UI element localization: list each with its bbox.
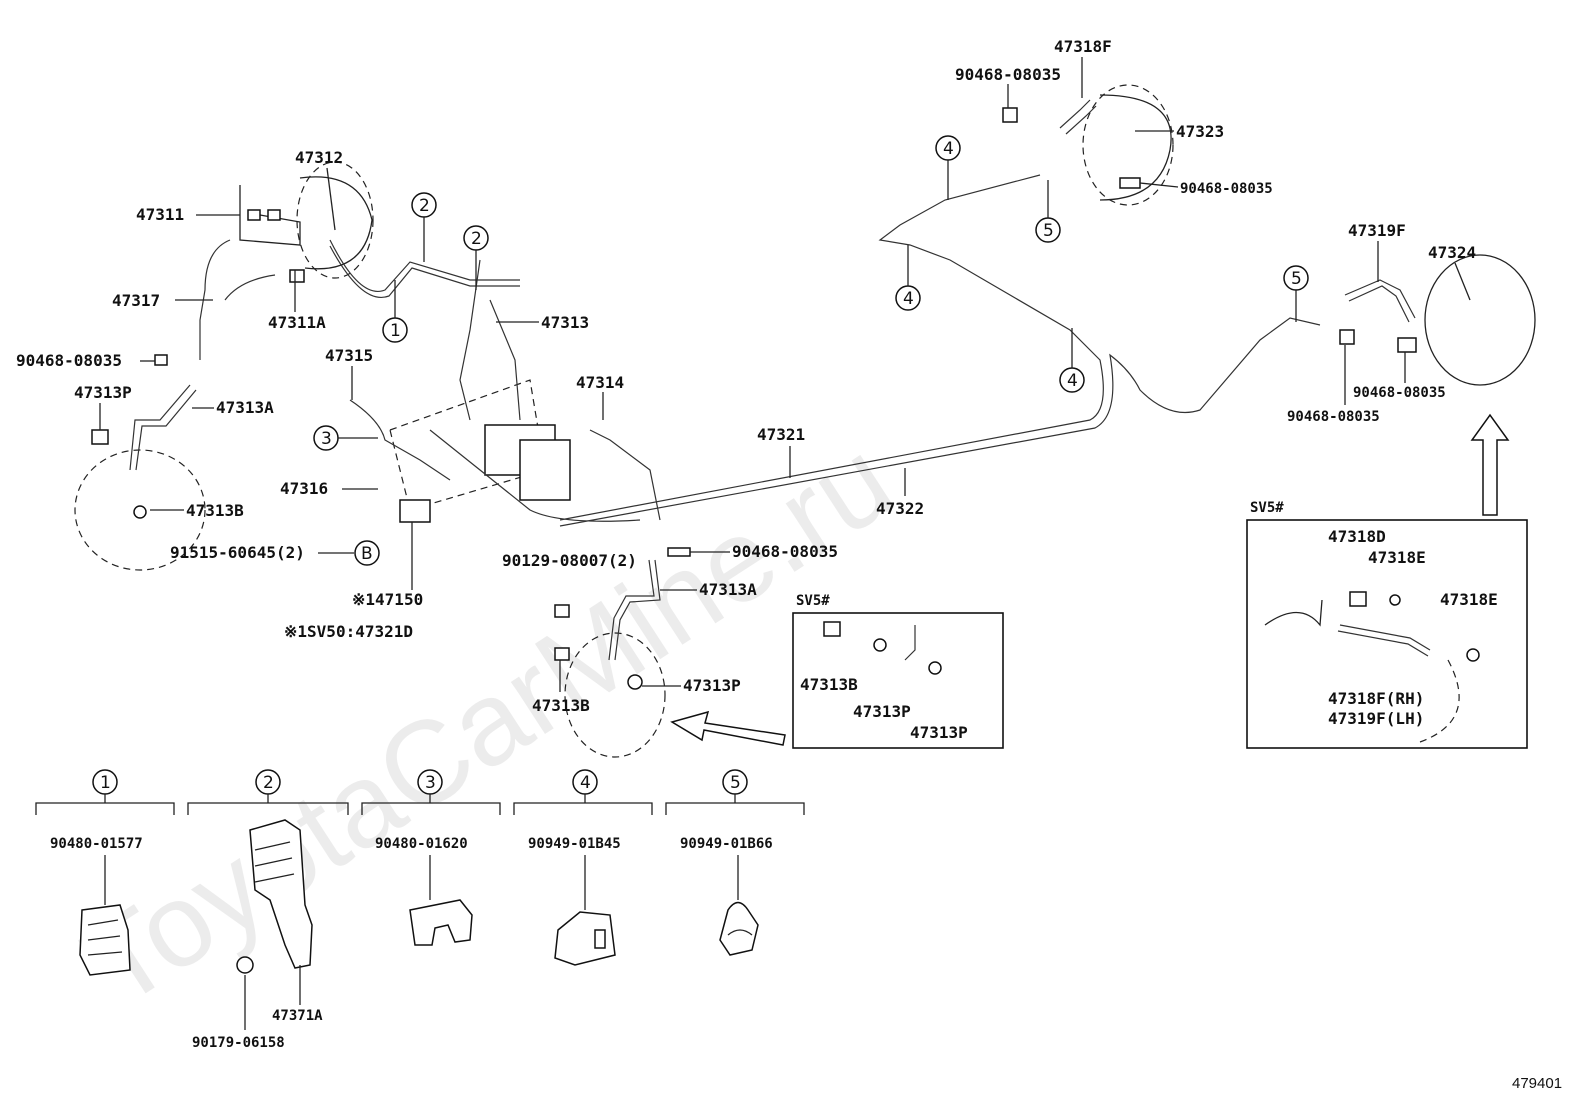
label-47313B-mid: 47313B xyxy=(532,696,590,715)
svg-text:4: 4 xyxy=(943,139,954,159)
label-47311: 47311 xyxy=(136,205,184,224)
svg-text:4: 4 xyxy=(1067,371,1078,391)
label-47321: 47321 xyxy=(757,425,805,444)
label-47319F: 47319F xyxy=(1348,221,1406,240)
sv5-right-label-4: 47318F(RH) xyxy=(1328,689,1424,708)
sv5-right-label-2: 47318E xyxy=(1368,548,1426,567)
clamp-legend: 1 90480-01577 2 47371A 90179-06158 3 904… xyxy=(35,769,805,1051)
label-47311A: 47311A xyxy=(268,313,326,332)
left-front-wheel xyxy=(74,354,206,571)
clamp-3-part: 90480-01620 xyxy=(375,836,468,852)
svg-text:5: 5 xyxy=(730,773,741,793)
callout-B: B xyxy=(354,540,380,566)
callout-5b: 5 xyxy=(1283,265,1309,291)
arrow-up xyxy=(1470,413,1510,516)
label-47313: 47313 xyxy=(541,313,589,332)
label-91515: 91515-60645(2) xyxy=(170,543,305,562)
label-90468-top: 90468-08035 xyxy=(955,65,1061,84)
sv5-box-mid: SV5# 47313B 47313P 47313P xyxy=(792,593,1004,749)
clamp-1: 1 xyxy=(35,769,175,815)
svg-text:5: 5 xyxy=(1291,269,1302,289)
clamp-3: 3 xyxy=(361,769,501,815)
sv5-right-label-3: 47318E xyxy=(1440,590,1498,609)
svg-text:B: B xyxy=(361,544,373,564)
svg-text:5: 5 xyxy=(1043,221,1054,241)
label-47313A-mid: 47313A xyxy=(699,580,757,599)
sv5-right-label-1: 47318D xyxy=(1328,527,1386,546)
sv5-right-title: SV5# xyxy=(1250,500,1284,516)
sv5-mid-label-3: 47313P xyxy=(910,723,968,742)
label-47324: 47324 xyxy=(1428,243,1476,262)
label-90468-left: 90468-08035 xyxy=(16,351,122,370)
label-90468-right1: 90468-08035 xyxy=(1353,385,1446,401)
label-47321D: ※1SV50:47321D xyxy=(284,622,413,641)
label-47314: 47314 xyxy=(576,373,624,392)
callout-2a: 2 xyxy=(411,192,437,218)
clamp-5-shape xyxy=(719,901,759,956)
svg-text:4: 4 xyxy=(903,289,914,309)
clamp-2-part: 47371A xyxy=(272,1008,323,1024)
svg-text:1: 1 xyxy=(100,773,111,793)
label-90129: 90129-08007(2) xyxy=(502,551,637,570)
label-47323: 47323 xyxy=(1176,122,1224,141)
label-90468-mid: 90468-08035 xyxy=(732,542,838,561)
clamp-4: 4 xyxy=(513,769,653,815)
sv5-right-label-5: 47319F(LH) xyxy=(1328,709,1424,728)
clamp-5-part: 90949-01B66 xyxy=(680,836,773,852)
svg-text:3: 3 xyxy=(321,429,332,449)
label-90468-top2: 90468-08035 xyxy=(1180,181,1273,197)
callout-4c: 4 xyxy=(1059,367,1085,393)
clamp-1-shape xyxy=(79,904,131,976)
label-47313P-mid: 47313P xyxy=(683,676,741,695)
callout-3: 3 xyxy=(313,425,339,451)
label-47322: 47322 xyxy=(876,499,924,518)
label-47318F-top: 47318F xyxy=(1054,37,1112,56)
label-47313B-left: 47313B xyxy=(186,501,244,520)
callout-4a: 4 xyxy=(935,135,961,161)
clamp-2: 2 xyxy=(187,769,349,815)
label-90468-right2: 90468-08035 xyxy=(1287,409,1380,425)
label-47316: 47316 xyxy=(280,479,328,498)
rear-right-drum-top xyxy=(1002,84,1174,206)
master-cylinder-group xyxy=(199,161,520,360)
clamp-5: 5 xyxy=(665,769,805,815)
label-47313A-left: 47313A xyxy=(216,398,274,417)
label-47313P-left: 47313P xyxy=(74,383,132,402)
svg-text:2: 2 xyxy=(471,229,482,249)
clamp-2-shape xyxy=(249,819,313,969)
figure-code: 479401 xyxy=(1512,1075,1562,1092)
clamp-4-part: 90949-01B45 xyxy=(528,836,621,852)
callouts: 1 2 2 3 4 4 4 5 5 B xyxy=(313,135,1309,566)
arrow-left xyxy=(670,710,786,746)
svg-text:2: 2 xyxy=(419,196,430,216)
clamp-4-shape xyxy=(554,911,616,966)
label-47315: 47315 xyxy=(325,346,373,365)
svg-text:3: 3 xyxy=(425,773,436,793)
sv5-mid-label-2: 47313P xyxy=(853,702,911,721)
rear-brake-lines xyxy=(559,174,1321,527)
label-47317: 47317 xyxy=(112,291,160,310)
callout-5a: 5 xyxy=(1035,217,1061,243)
callout-1: 1 xyxy=(382,317,408,343)
rear-left-drum-right xyxy=(1339,254,1536,386)
label-147150: ※147150 xyxy=(352,590,423,609)
callout-4b: 4 xyxy=(895,285,921,311)
clamp-3-shape xyxy=(409,899,473,946)
clamp-1-part: 90480-01577 xyxy=(50,836,143,852)
clamp-2-extra: 90179-06158 xyxy=(192,1035,285,1051)
svg-text:4: 4 xyxy=(580,773,591,793)
label-47312: 47312 xyxy=(295,148,343,167)
sv5-mid-label-1: 47313B xyxy=(800,675,858,694)
sv5-mid-title: SV5# xyxy=(796,593,830,609)
svg-text:1: 1 xyxy=(390,321,401,341)
callout-2b: 2 xyxy=(463,225,489,251)
actuator-group xyxy=(349,259,661,523)
sv5-box-right: SV5# 47318D 47318E 47318E 47318F(RH) 473… xyxy=(1246,500,1528,749)
svg-text:2: 2 xyxy=(263,773,274,793)
